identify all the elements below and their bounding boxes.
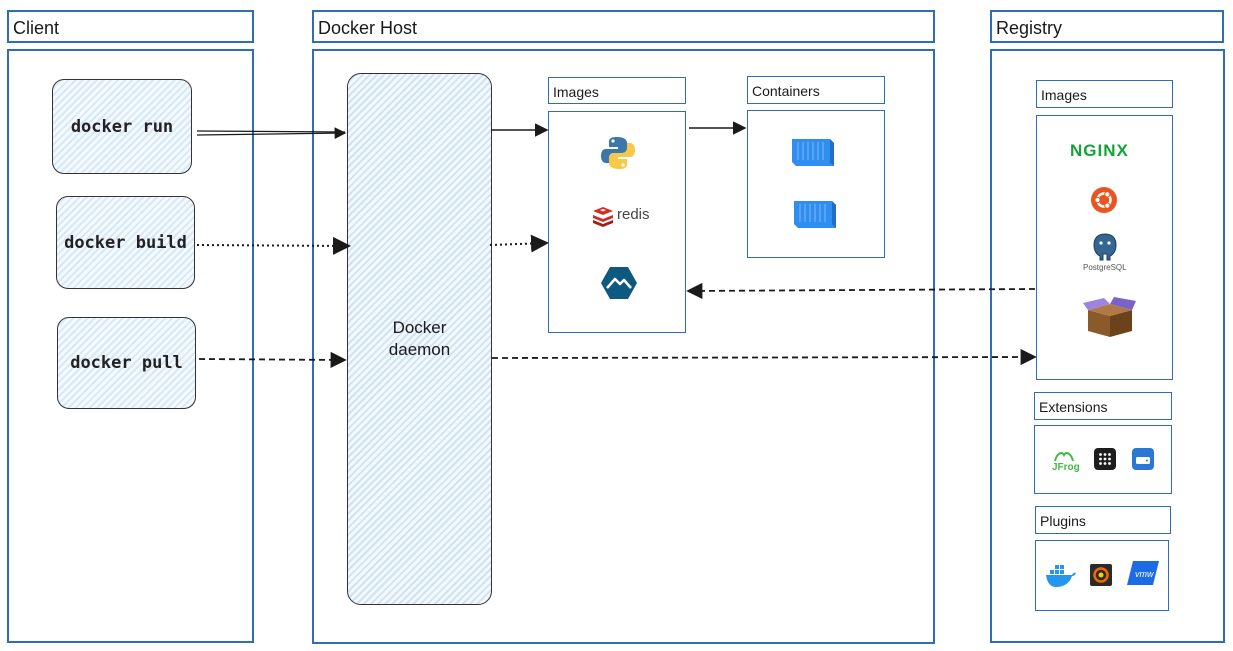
- docker-build-command[interactable]: docker build: [56, 196, 195, 289]
- vmware-label: vmw: [1135, 569, 1154, 579]
- package-box-icon[interactable]: [1082, 296, 1136, 338]
- jfrog-icon[interactable]: [1053, 449, 1075, 463]
- postgresql-icon[interactable]: [1090, 232, 1120, 262]
- registry-images-label: Images: [1036, 80, 1173, 108]
- docker-whale-icon[interactable]: [1045, 564, 1077, 588]
- daemon-label-line1: Docker: [392, 318, 447, 337]
- daemon-label-line2: daemon: [388, 340, 451, 359]
- vmware-icon[interactable]: vmw: [1127, 561, 1159, 585]
- jfrog-label: JFrog: [1052, 462, 1080, 473]
- containers-label: Containers: [747, 76, 885, 104]
- extensions-label: Extensions: [1034, 392, 1172, 420]
- plugins-label: Plugins: [1035, 506, 1171, 534]
- grafana-icon[interactable]: [1090, 564, 1112, 586]
- docker-host-title: Docker Host: [312, 10, 935, 43]
- docker-pull-command[interactable]: docker pull: [57, 317, 196, 409]
- container-icon[interactable]: [792, 198, 838, 230]
- host-images-panel: [548, 111, 686, 333]
- ubuntu-icon[interactable]: [1090, 186, 1118, 214]
- disk-icon[interactable]: [1132, 448, 1154, 470]
- alpine-icon[interactable]: [600, 266, 638, 300]
- registry-title: Registry: [990, 10, 1224, 43]
- grid-apps-icon[interactable]: [1094, 448, 1116, 470]
- docker-run-command[interactable]: docker run: [52, 79, 192, 174]
- containers-panel: [747, 110, 885, 258]
- container-icon[interactable]: [790, 136, 836, 168]
- nginx-icon[interactable]: NGINX: [1070, 141, 1129, 160]
- redis-icon[interactable]: [591, 206, 615, 228]
- postgresql-label: PostgreSQL: [1083, 263, 1127, 272]
- redis-label: redis: [617, 206, 650, 223]
- client-title: Client: [7, 10, 254, 43]
- host-images-label: Images: [548, 77, 686, 104]
- python-icon[interactable]: [600, 135, 636, 171]
- docker-daemon[interactable]: Docker daemon: [347, 73, 492, 605]
